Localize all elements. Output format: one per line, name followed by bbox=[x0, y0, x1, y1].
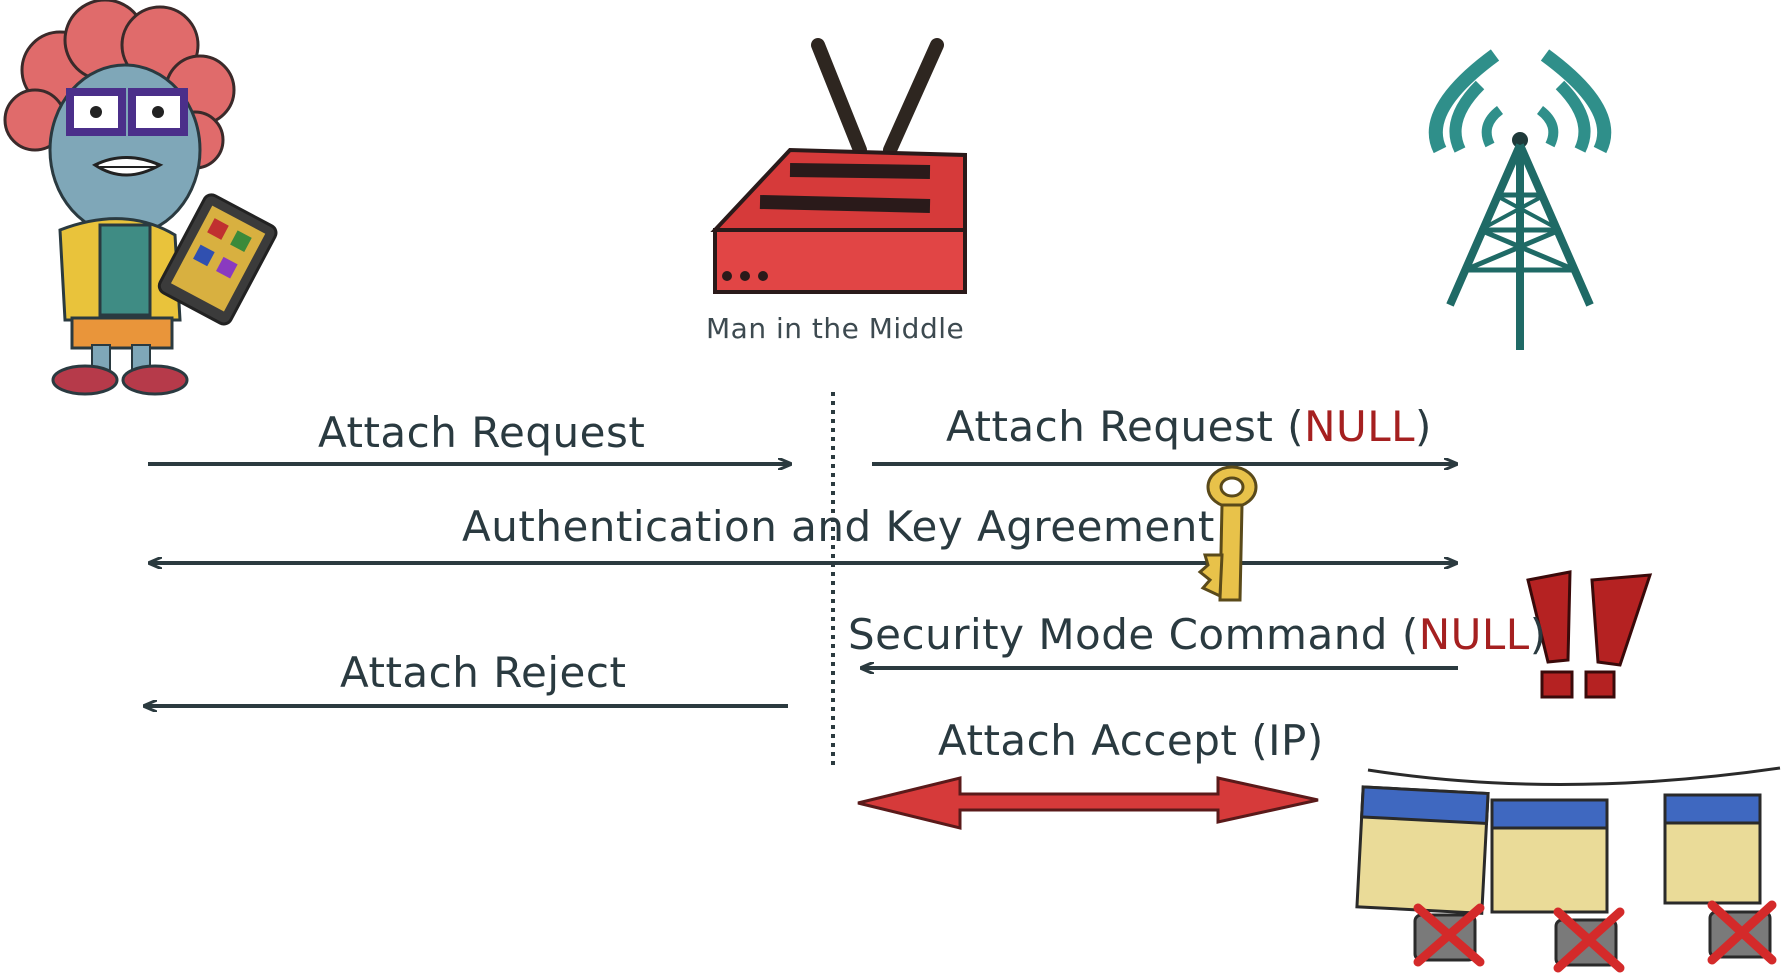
attach-accept-arrow bbox=[857, 776, 1319, 830]
exclamation-icon bbox=[1526, 570, 1653, 699]
null-badge: NULL bbox=[1418, 610, 1530, 659]
paren-close: ) bbox=[1415, 402, 1432, 451]
cell-tower-icon bbox=[1428, 49, 1612, 350]
key-icon bbox=[1197, 465, 1258, 602]
security-mode-command-label: Security Mode Command (NULL) bbox=[848, 610, 1547, 659]
packets-icon bbox=[1355, 766, 1781, 973]
paren-close: ) bbox=[1529, 610, 1547, 659]
router-icon bbox=[710, 38, 967, 294]
attach-reject-label: Attach Reject bbox=[340, 648, 627, 697]
attach-request-ue-label: Attach Request bbox=[318, 408, 646, 457]
aka-label: Authentication and Key Agreement bbox=[462, 502, 1215, 551]
mitm-label: Man in the Middle bbox=[706, 312, 965, 345]
attach-accept-label: Attach Accept (IP) bbox=[938, 716, 1324, 765]
attach-request-mitm-text: Attach Request ( bbox=[946, 402, 1305, 451]
user-icon bbox=[3, 0, 278, 396]
security-mode-command-text: Security Mode Command ( bbox=[848, 610, 1419, 659]
null-badge: NULL bbox=[1304, 402, 1416, 451]
attach-request-mitm-label: Attach Request (NULL) bbox=[946, 402, 1432, 451]
